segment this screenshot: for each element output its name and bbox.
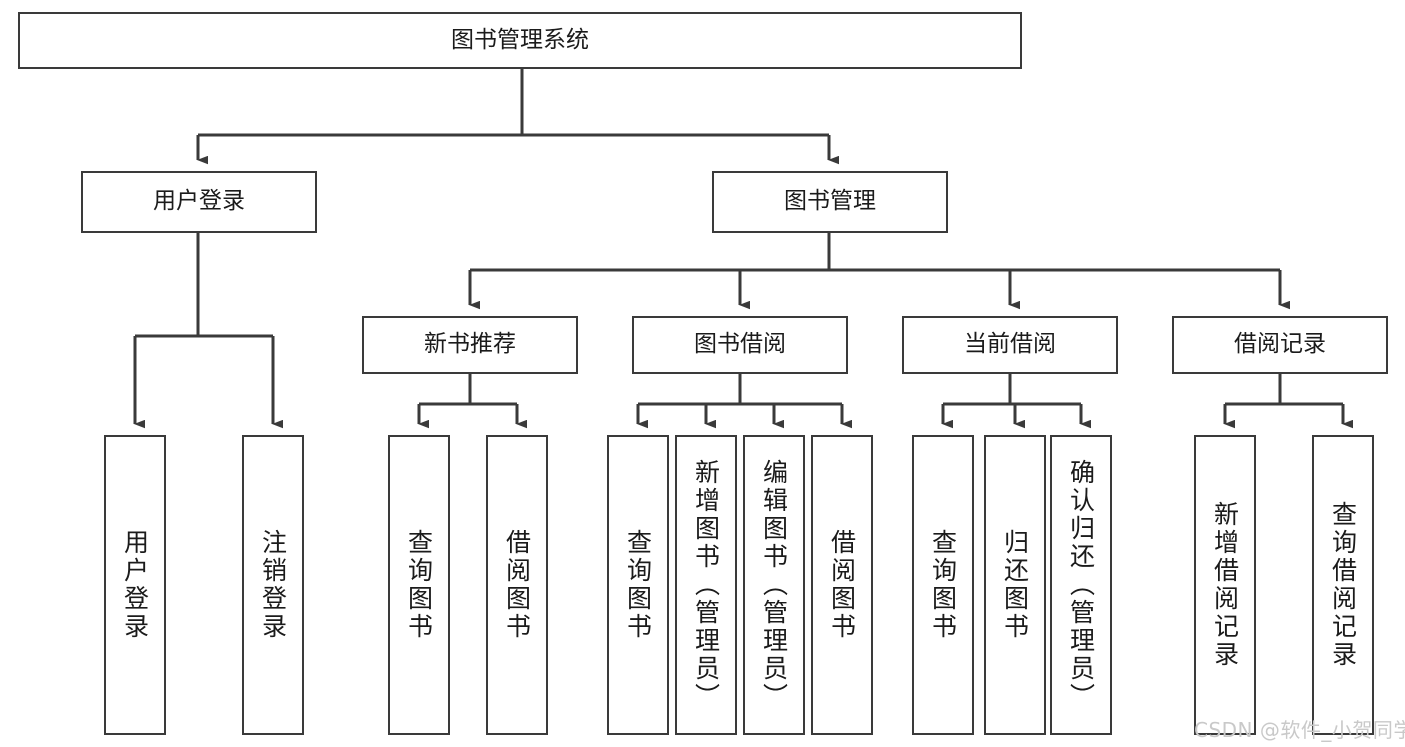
node-label: 借阅图书 (502, 529, 532, 641)
node-leaf-borrow-query-book[interactable]: 查询图书 (607, 435, 669, 735)
node-label: 查询图书 (404, 529, 434, 641)
node-label: 借阅图书 (827, 529, 857, 641)
node-leaf-record-query[interactable]: 查询借阅记录 (1312, 435, 1374, 735)
node-leaf-rec-borrow-book[interactable]: 借阅图书 (486, 435, 548, 735)
node-root[interactable]: 图书管理系统 (18, 12, 1022, 69)
node-label: 新增借阅记录 (1210, 501, 1240, 669)
node-leaf-current-confirm-return[interactable]: 确认归还（管理员） (1050, 435, 1112, 735)
node-leaf-rec-query-book[interactable]: 查询图书 (388, 435, 450, 735)
node-label: 查询图书 (623, 529, 653, 641)
node-new-book-rec[interactable]: 新书推荐 (362, 316, 578, 374)
node-label: 编辑图书（管理员） (759, 459, 789, 711)
node-label: 新增图书（管理员） (691, 459, 721, 711)
node-label: 用户登录 (153, 188, 245, 215)
node-label: 查询借阅记录 (1328, 501, 1358, 669)
node-leaf-record-add[interactable]: 新增借阅记录 (1194, 435, 1256, 735)
node-leaf-borrow-add-book[interactable]: 新增图书（管理员） (675, 435, 737, 735)
node-label: 确认归还（管理员） (1066, 459, 1096, 711)
node-label: 注销登录 (258, 529, 288, 641)
node-label: 图书管理系统 (451, 26, 589, 53)
node-label: 用户登录 (120, 529, 150, 641)
node-label: 当前借阅 (964, 331, 1056, 358)
node-current-borrow[interactable]: 当前借阅 (902, 316, 1118, 374)
node-label: 归还图书 (1000, 529, 1030, 641)
node-leaf-current-query-book[interactable]: 查询图书 (912, 435, 974, 735)
node-label: 借阅记录 (1234, 331, 1326, 358)
node-label: 图书管理 (784, 188, 876, 215)
node-leaf-current-return-book[interactable]: 归还图书 (984, 435, 1046, 735)
node-borrow-record[interactable]: 借阅记录 (1172, 316, 1388, 374)
node-book-manage[interactable]: 图书管理 (712, 171, 948, 233)
node-leaf-borrow-edit-book[interactable]: 编辑图书（管理员） (743, 435, 805, 735)
node-user-login[interactable]: 用户登录 (81, 171, 317, 233)
node-leaf-borrow-lend-book[interactable]: 借阅图书 (811, 435, 873, 735)
node-label: 图书借阅 (694, 331, 786, 358)
node-leaf-user-logout[interactable]: 注销登录 (242, 435, 304, 735)
node-label: 新书推荐 (424, 331, 516, 358)
node-label: 查询图书 (928, 529, 958, 641)
node-book-borrow[interactable]: 图书借阅 (632, 316, 848, 374)
node-leaf-user-login[interactable]: 用户登录 (104, 435, 166, 735)
